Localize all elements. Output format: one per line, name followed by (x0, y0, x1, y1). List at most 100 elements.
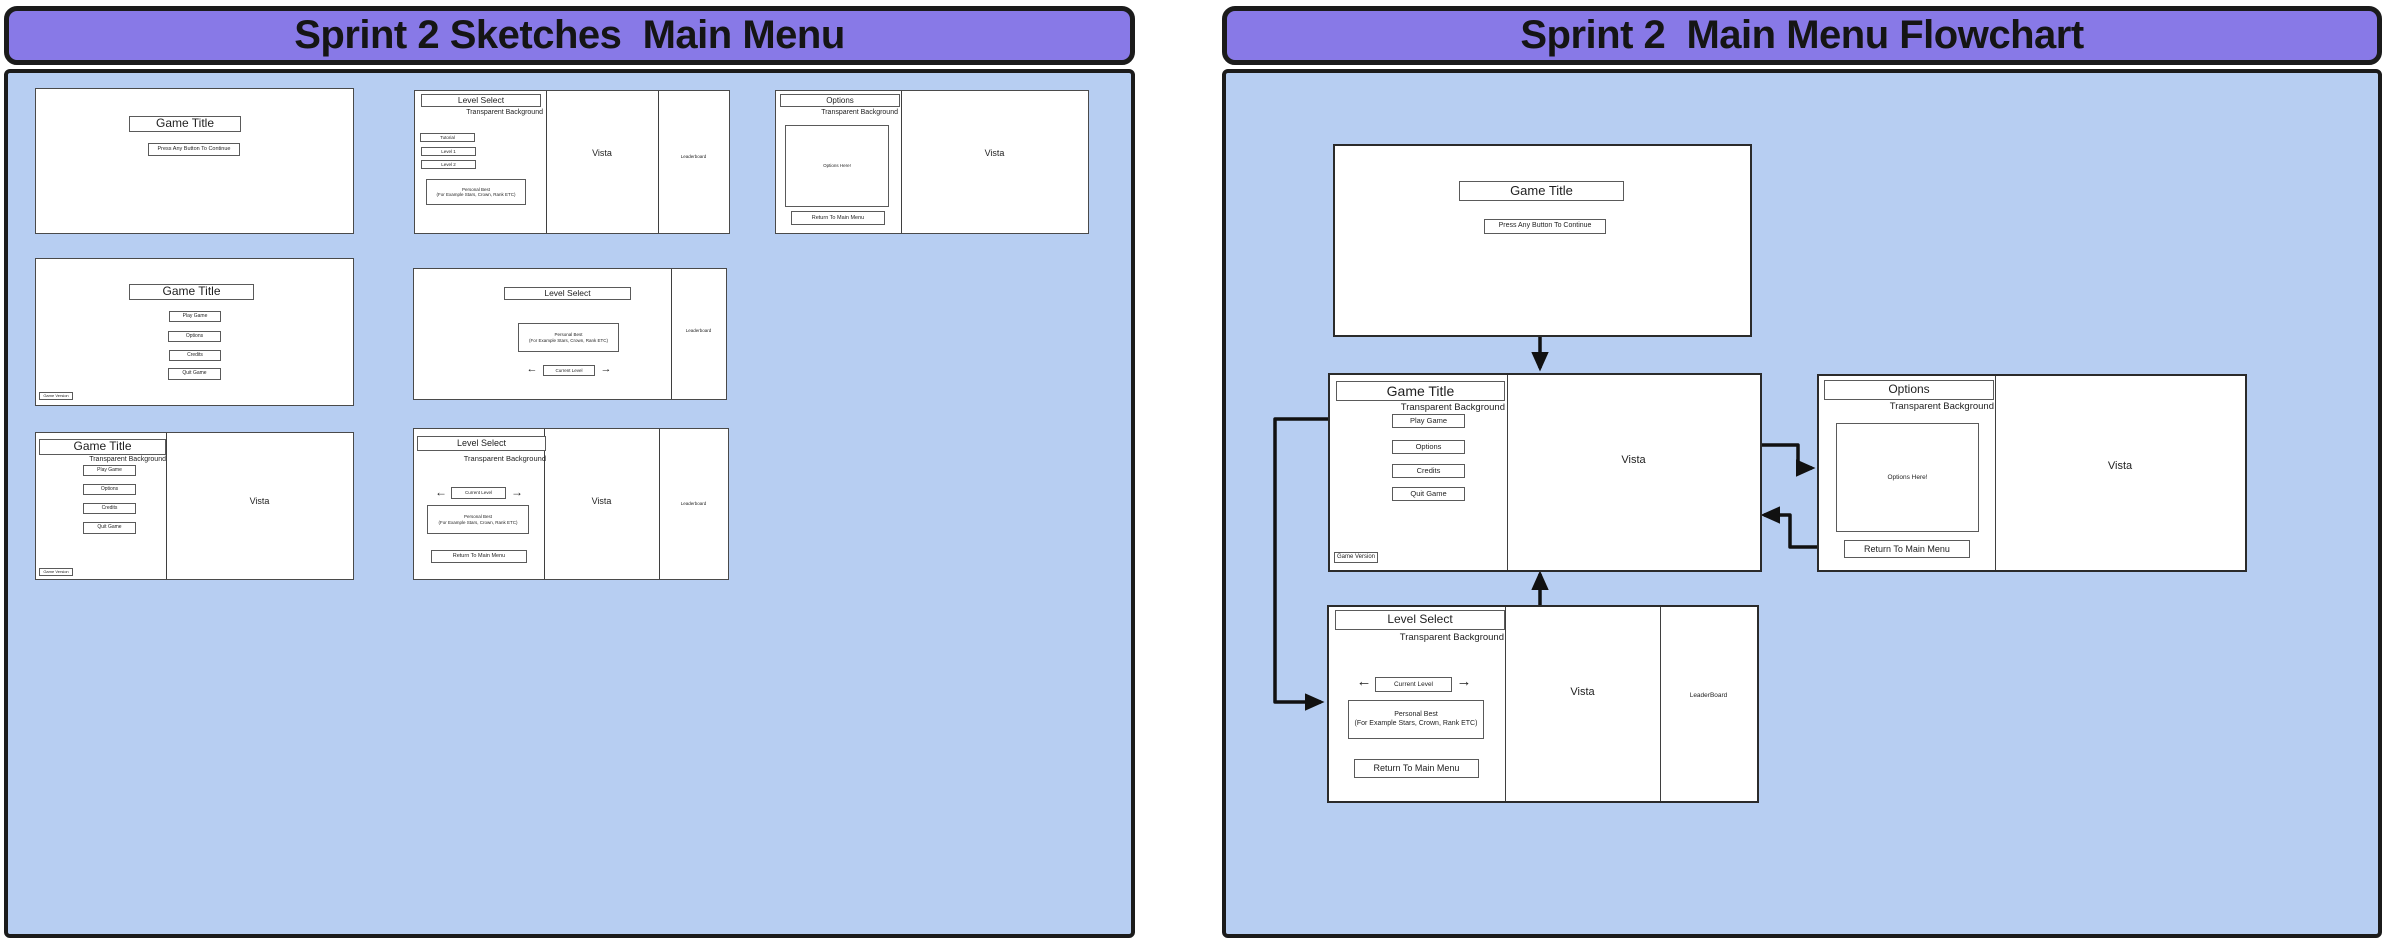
sketch-options-a[interactable]: Options Transparent Background Options H… (775, 90, 1089, 234)
personal-best-line1: Personal Best (461, 186, 490, 192)
personal-best-line2: (For Example Stars, Crown, Rank ETC) (1354, 719, 1478, 727)
prev-level-arrow-icon[interactable]: ← (435, 485, 447, 499)
personal-best-box: Personal Best (For Example Stars, Crown,… (426, 179, 526, 205)
personal-best-box: Personal Best (For Example Stars, Crown,… (427, 505, 529, 534)
tutorial-button[interactable]: Tutorial (420, 133, 475, 142)
column-divider (166, 433, 167, 579)
prev-level-arrow-icon[interactable]: ← (526, 363, 538, 375)
return-to-main-menu-button[interactable]: Return To Main Menu (1354, 759, 1479, 778)
column-divider (1660, 607, 1661, 801)
sketch-level-select-c[interactable]: Level Select Transparent Background ← Cu… (413, 428, 729, 580)
column-divider (546, 91, 547, 233)
leaderboard-label: Leaderboard (680, 501, 707, 507)
column-divider (1507, 375, 1508, 570)
level-1-button[interactable]: Level 1 (421, 147, 476, 156)
current-level-box: Current Level (543, 365, 595, 376)
level-select-header: Level Select (504, 287, 631, 300)
leaderboard-label: Leaderboard (680, 154, 707, 160)
personal-best-line2: (For Example Stars, Crown, Rank ETC) (436, 192, 516, 197)
quit-game-button[interactable]: Quit Game (83, 522, 136, 534)
options-header: Options (1824, 380, 1994, 400)
game-version-badge: Game Version (39, 392, 73, 400)
sketch-main-menu-a[interactable]: Game Title Play Game Options Credits Qui… (35, 258, 354, 406)
next-level-arrow-icon[interactable]: → (1456, 672, 1472, 690)
transparent-background-label: Transparent Background (1889, 401, 1994, 413)
column-divider (658, 91, 659, 233)
vista-label: Vista (2107, 459, 2133, 472)
game-title-box: Game Title (129, 284, 254, 300)
options-here-box: Options Here! (785, 125, 889, 207)
flow-title-screen[interactable]: Game Title Press Any Button To Continue (1333, 144, 1752, 337)
personal-best-line2: (For Example Stars, Crown, Rank ETC) (438, 519, 518, 525)
transparent-background-label: Transparent Background (89, 456, 166, 464)
press-any-button[interactable]: Press Any Button To Continue (148, 143, 240, 156)
options-here-box: Options Here! (1836, 423, 1979, 532)
transparent-background-label: Transparent Background (466, 109, 543, 117)
leaderboard-label: LeaderBoard (1689, 692, 1728, 700)
vista-label: Vista (591, 495, 612, 506)
next-level-arrow-icon[interactable]: → (600, 363, 612, 375)
game-title-box: Game Title (1459, 181, 1624, 201)
sketch-level-select-b[interactable]: Level Select Personal Best (For Example … (413, 268, 727, 400)
game-title-box: Game Title (39, 439, 166, 455)
sketch-title-screen[interactable]: Game Title Press Any Button To Continue (35, 88, 354, 234)
next-level-arrow-icon[interactable]: → (511, 485, 523, 499)
vista-label: Vista (1621, 453, 1646, 466)
press-any-button[interactable]: Press Any Button To Continue (1484, 219, 1606, 234)
personal-best-line1: Personal Best (1394, 711, 1438, 719)
credits-button[interactable]: Credits (1392, 464, 1465, 478)
return-to-main-menu-button[interactable]: Return To Main Menu (431, 550, 527, 563)
play-game-button[interactable]: Play Game (83, 465, 136, 476)
transparent-background-label: Transparent Background (463, 453, 546, 463)
play-game-button[interactable]: Play Game (1392, 414, 1465, 428)
return-to-main-menu-button[interactable]: Return To Main Menu (791, 211, 885, 225)
column-divider (671, 269, 672, 399)
options-button[interactable]: Options (168, 331, 221, 342)
transparent-background-label: Transparent Background (821, 109, 898, 117)
game-version-badge: Game Version (39, 568, 73, 576)
sketches-panel: Sprint 2 Sketches Main Menu Game Title P… (4, 6, 1135, 938)
flowchart-panel: Sprint 2 Main Menu Flowchart Game Title … (1222, 6, 2382, 938)
current-level-box: Current Level (1375, 677, 1452, 692)
column-divider (1995, 376, 1996, 570)
leaderboard-label: Leaderboard (685, 328, 712, 334)
personal-best-box: Personal Best (For Example Stars, Crown,… (518, 323, 619, 352)
level-select-header: Level Select (417, 436, 546, 451)
game-version-badge: Game Version (1334, 552, 1378, 563)
vista-label: Vista (249, 495, 270, 506)
return-to-main-menu-button[interactable]: Return To Main Menu (1844, 540, 1970, 558)
transparent-background-label: Transparent Background (1399, 631, 1504, 643)
flow-level-select[interactable]: Level Select Transparent Background ← Cu… (1327, 605, 1759, 803)
flow-main-menu[interactable]: Game Title Transparent Background Play G… (1328, 373, 1762, 572)
personal-best-line2: (For Example Stars, Crown, Rank ETC) (528, 337, 609, 343)
level-2-button[interactable]: Level 2 (421, 160, 476, 169)
sketch-level-select-a[interactable]: Level Select Transparent Background Tuto… (414, 90, 730, 234)
options-button[interactable]: Options (83, 484, 136, 495)
column-divider (1505, 607, 1506, 801)
quit-game-button[interactable]: Quit Game (1392, 487, 1465, 501)
level-select-header: Level Select (421, 94, 541, 107)
sketches-panel-title: Sprint 2 Sketches Main Menu (4, 6, 1135, 65)
personal-best-line1: Personal Best (554, 332, 583, 338)
column-divider (659, 429, 660, 579)
personal-best-box: Personal Best (For Example Stars, Crown,… (1348, 700, 1484, 739)
column-divider (544, 429, 545, 579)
sketch-main-menu-b[interactable]: Game Title Transparent Background Play G… (35, 432, 354, 580)
current-level-box: Current Level (451, 487, 506, 499)
game-title-box: Game Title (129, 116, 241, 132)
vista-label: Vista (984, 147, 1005, 158)
play-game-button[interactable]: Play Game (169, 311, 221, 322)
prev-level-arrow-icon[interactable]: ← (1356, 672, 1372, 690)
options-header: Options (780, 94, 900, 107)
credits-button[interactable]: Credits (169, 350, 221, 361)
vista-label: Vista (1570, 685, 1595, 698)
options-button[interactable]: Options (1392, 440, 1465, 454)
flow-options-screen[interactable]: Options Transparent Background Options H… (1817, 374, 2247, 572)
level-select-header: Level Select (1335, 610, 1505, 630)
flowchart-panel-title: Sprint 2 Main Menu Flowchart (1222, 6, 2382, 65)
quit-game-button[interactable]: Quit Game (168, 368, 221, 380)
personal-best-line1: Personal Best (463, 514, 492, 520)
credits-button[interactable]: Credits (83, 503, 136, 514)
vista-label: Vista (592, 147, 612, 158)
